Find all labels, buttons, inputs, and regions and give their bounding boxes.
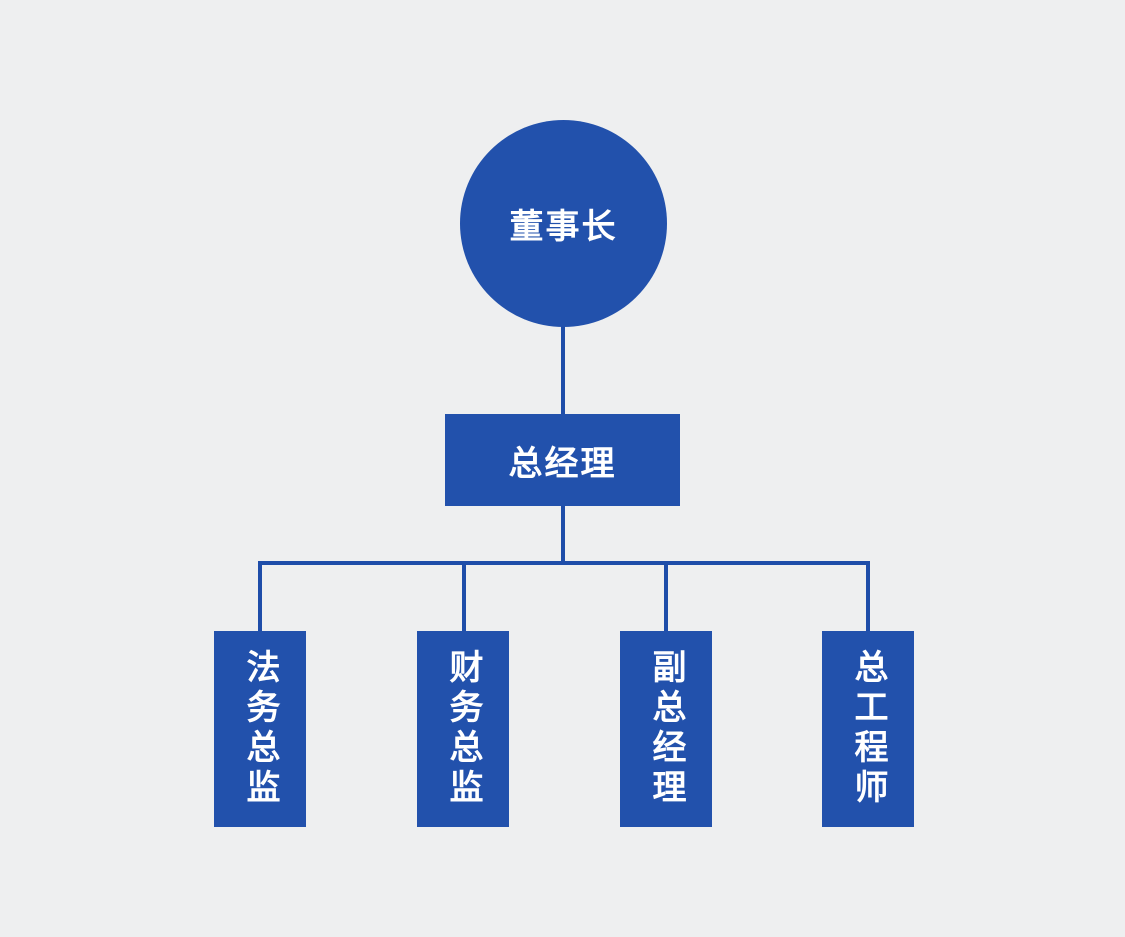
connector-chairman-to-gm	[561, 326, 565, 416]
node-legal-director[interactable]: 法务总监	[214, 631, 306, 827]
node-chief-engineer-label: 总工程师	[849, 649, 887, 809]
node-deputy-general-manager-label: 副总经理	[647, 649, 685, 809]
connector-gm-to-bus	[561, 505, 565, 563]
node-finance-director[interactable]: 财务总监	[417, 631, 509, 827]
node-chairman-label: 董事长	[509, 208, 618, 246]
connector-drop-deputy-gm	[664, 561, 668, 632]
connector-drop-legal-director	[258, 561, 262, 632]
node-general-manager-label: 总经理	[508, 444, 617, 483]
node-chief-engineer[interactable]: 总工程师	[822, 631, 914, 827]
connector-drop-finance-director	[462, 561, 466, 632]
node-deputy-general-manager[interactable]: 副总经理	[620, 631, 712, 827]
node-general-manager[interactable]: 总经理	[445, 414, 680, 506]
node-finance-director-label: 财务总监	[444, 649, 482, 809]
node-legal-director-label: 法务总监	[241, 649, 279, 809]
connector-drop-chief-engineer	[866, 561, 870, 632]
node-chairman[interactable]: 董事长	[460, 120, 667, 327]
connector-horizontal-bus	[258, 561, 870, 565]
